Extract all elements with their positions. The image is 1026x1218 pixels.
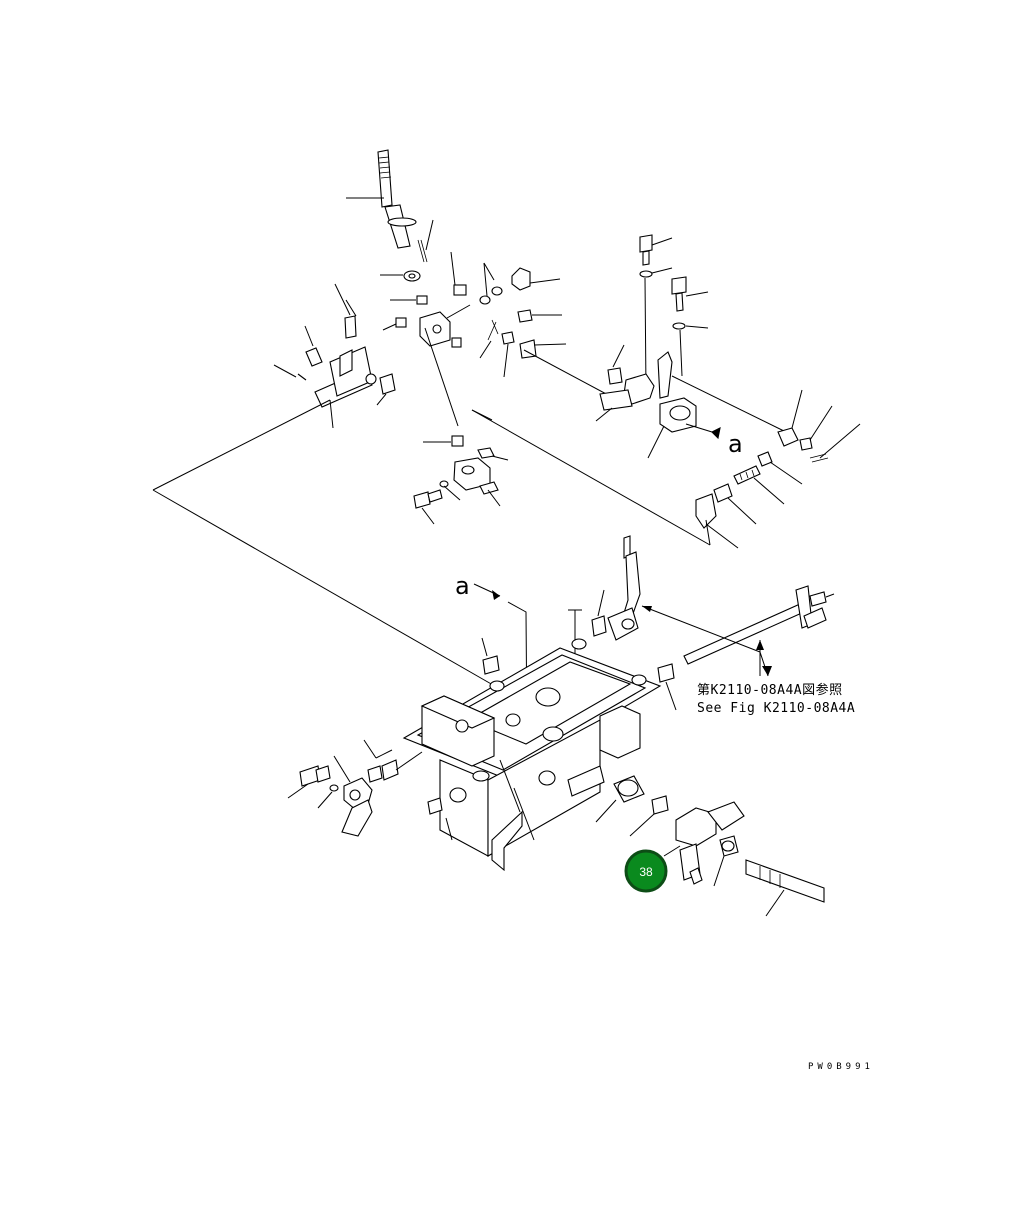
callout-badge-38[interactable]: 38 xyxy=(624,849,668,893)
shift-rod-right xyxy=(683,585,835,665)
lower-right-parts xyxy=(595,775,825,917)
view-label-a-middle: a xyxy=(455,572,470,600)
reference-text-ja: 第K2110-08A4A図参照 xyxy=(697,682,843,698)
reference-note: 第K2110-08A4A図参照 See Fig K2110-08A4A xyxy=(697,682,855,716)
linkage-joint-upper xyxy=(479,262,611,397)
lower-linkage-left xyxy=(413,447,509,525)
small-nuts xyxy=(382,251,467,447)
bolt-right-1 xyxy=(639,234,673,391)
leader-outline xyxy=(152,399,711,686)
bolt-right-2 xyxy=(671,276,709,377)
washer-1 xyxy=(380,270,421,282)
callout-badge-circle[interactable] xyxy=(624,849,668,893)
housing-box xyxy=(402,638,662,872)
lower-left-lever xyxy=(287,739,423,837)
rod-end-lower xyxy=(695,451,803,549)
cotter-pin xyxy=(417,219,434,263)
rod-end-right xyxy=(671,375,861,463)
bent-lever xyxy=(607,535,772,677)
view-label-top: a xyxy=(728,430,743,458)
shift-lever-rod xyxy=(346,149,417,249)
lever-block xyxy=(419,304,471,427)
shift-shaft xyxy=(273,283,396,429)
view-label-a-top: a xyxy=(728,430,743,458)
lever-bracket-right xyxy=(595,344,721,459)
housing-bushings xyxy=(427,589,677,815)
drawing-code: PW0B991 xyxy=(808,1062,874,1072)
reference-text-en: See Fig K2110-08A4A xyxy=(697,701,855,716)
callout-number[interactable]: 38 xyxy=(639,865,653,879)
